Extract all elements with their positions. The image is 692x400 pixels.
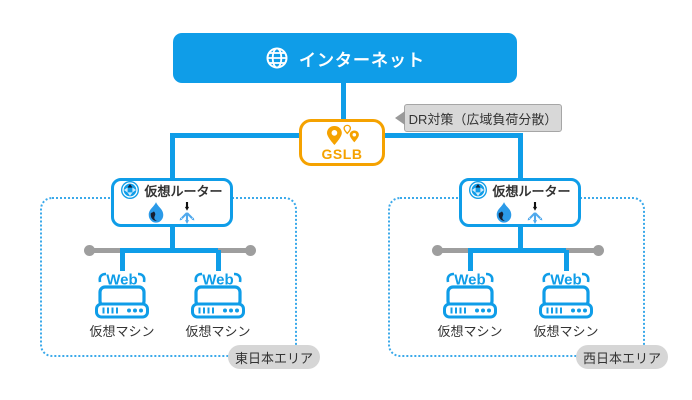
web-server-icon: Web — [191, 272, 245, 319]
vm-node-west-1: Web 仮想マシン — [437, 270, 503, 340]
connector-gslb-east-h — [170, 133, 300, 138]
connector-router-west-down — [518, 226, 523, 252]
vm-node-east-2: Web 仮想マシン — [185, 270, 251, 340]
connector-vm-west1 — [467, 250, 473, 271]
location-pins-icon — [326, 124, 359, 145]
vm-label: 仮想マシン — [89, 324, 155, 339]
virtual-router-label: 仮想ルーター — [144, 183, 223, 199]
connector-vm-west2 — [563, 250, 569, 271]
tooltip-arrow-icon — [395, 111, 405, 125]
vm-label: 仮想マシン — [185, 324, 251, 339]
vm-label: 仮想マシン — [533, 324, 599, 339]
segment-endpoint-icon — [593, 245, 604, 256]
firewall-flame-icon — [496, 201, 512, 223]
connector-gslb-east-v — [170, 133, 175, 180]
web-badge: Web — [106, 272, 137, 289]
web-server-icon: Web — [539, 272, 593, 319]
segment-endpoint-icon — [245, 245, 256, 256]
virtual-router-icon — [121, 181, 140, 199]
segment-endpoint-icon — [84, 245, 95, 256]
gslb-label: GSLB — [321, 146, 363, 162]
segment-endpoint-icon — [432, 245, 443, 256]
virtual-router-icon — [469, 181, 488, 199]
web-badge: Web — [202, 272, 233, 289]
connector-gslb-west-v — [518, 133, 523, 180]
connector-internet-gslb — [341, 83, 346, 120]
internet-label: インターネット — [299, 50, 425, 70]
connector-vm-west-h — [468, 248, 566, 253]
virtual-router-label: 仮想ルーター — [492, 183, 571, 199]
vm-node-east-1: Web 仮想マシン — [89, 270, 155, 340]
connector-vm-east1 — [119, 250, 125, 271]
dr-tooltip-text: DR対策（広域負荷分散） — [408, 111, 558, 127]
area-badge-east: 東日本エリア — [228, 345, 320, 369]
dr-tooltip: DR対策（広域負荷分散） — [395, 104, 562, 132]
connector-router-east-down — [170, 226, 175, 252]
vm-node-west-2: Web 仮想マシン — [533, 270, 599, 340]
firewall-flame-icon — [148, 201, 164, 223]
load-balancer-icon — [179, 201, 195, 224]
load-balancer-icon — [527, 201, 543, 224]
web-badge: Web — [550, 272, 581, 289]
internet-node: インターネット — [173, 33, 517, 83]
area-badge-west: 西日本エリア — [576, 345, 668, 369]
web-server-icon: Web — [443, 272, 497, 319]
connector-vm-east-h — [120, 248, 218, 253]
globe-icon — [266, 47, 288, 69]
gslb-node: GSLB — [299, 119, 385, 166]
connector-vm-east2 — [215, 250, 221, 271]
virtual-router-node-east: 仮想ルーター — [111, 178, 233, 227]
virtual-router-node-west: 仮想ルーター — [459, 178, 581, 227]
vm-label: 仮想マシン — [437, 324, 503, 339]
connector-gslb-west-h — [384, 133, 523, 138]
web-server-icon: Web — [95, 272, 149, 319]
web-badge: Web — [454, 272, 485, 289]
